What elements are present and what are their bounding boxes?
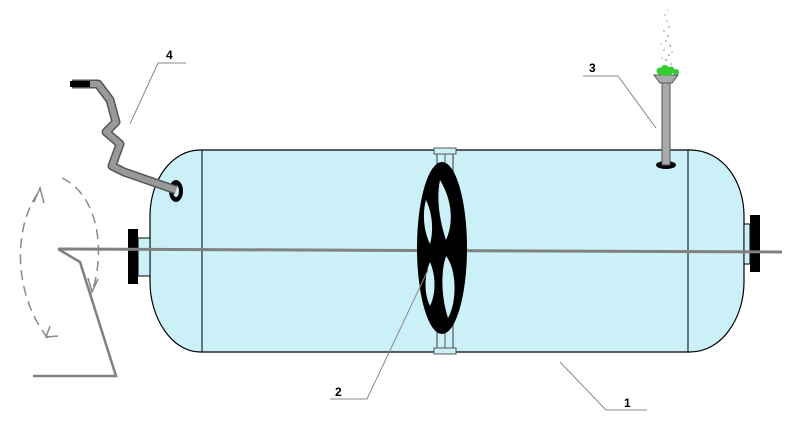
impeller-hub: [437, 245, 447, 255]
vent-pipe: [661, 79, 671, 166]
flange-left-neck: [137, 237, 151, 277]
flange-right: [750, 215, 760, 272]
flange-left: [128, 229, 138, 284]
bracket-top-cap: [433, 147, 457, 155]
rotation-indicator: [19, 177, 100, 339]
arrowhead-up-icon: [33, 185, 45, 204]
rotation-arc-left: [19, 189, 49, 339]
callout-2: 2: [335, 385, 342, 399]
impeller-gap-4: [425, 262, 435, 306]
callout-4: 4: [166, 48, 173, 62]
impeller: [417, 162, 467, 334]
rotation-arc-right: [61, 177, 100, 293]
leader-line-1: [559, 361, 647, 411]
impeller-gap-1: [438, 180, 451, 240]
arrowhead-down-icon: [87, 277, 99, 295]
leader-line-3: [583, 75, 657, 129]
crank-handle: [33, 247, 118, 378]
impeller-gap-3: [423, 200, 433, 244]
callout-3: 3: [589, 61, 596, 75]
vapor: [660, 9, 673, 65]
bracket-bottom-cap: [433, 347, 457, 355]
leader-line-2: [330, 269, 429, 400]
foam: [656, 65, 679, 76]
inlet-pipe: [72, 81, 177, 193]
rotation-arrowheads: [33, 185, 99, 338]
flange-right-neck: [743, 223, 751, 265]
leader-line-4: [129, 62, 186, 125]
vent-funnel: [653, 74, 679, 84]
inlet-pipe-end: [70, 81, 90, 87]
impeller-gap-2: [442, 256, 455, 318]
arrowhead-return-icon: [44, 325, 59, 338]
callout-1: 1: [624, 396, 631, 410]
